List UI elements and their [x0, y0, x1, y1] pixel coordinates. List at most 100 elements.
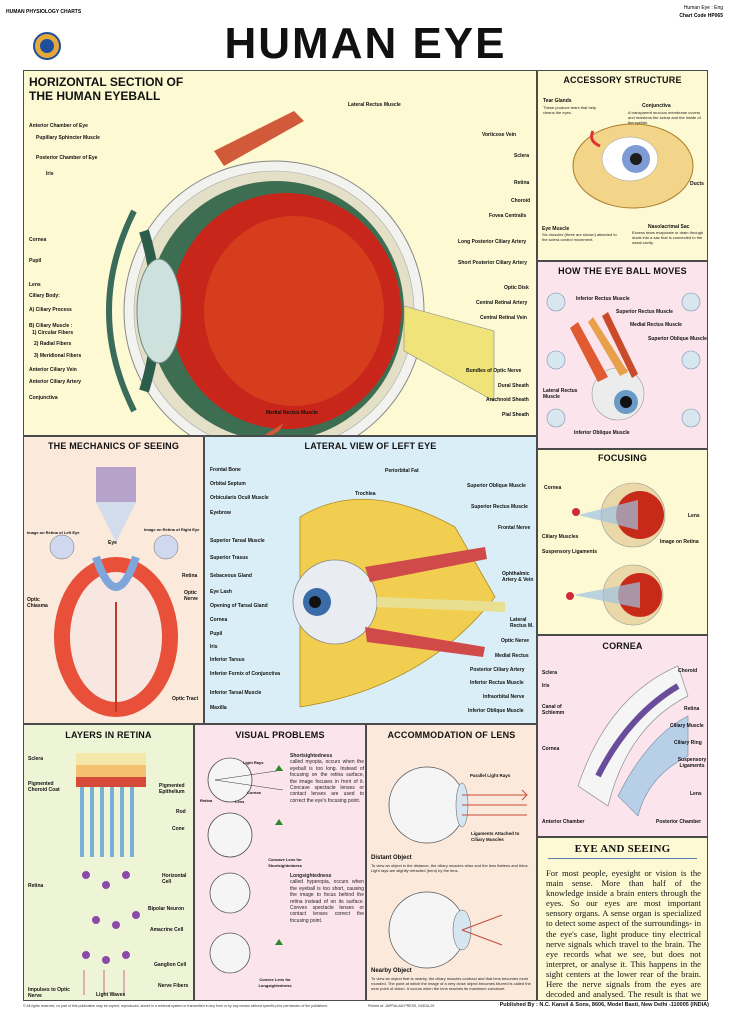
- title-line-1: HORIZONTAL SECTION OF: [29, 75, 184, 89]
- vp-convex: Convex Lens for Longsightedness: [258, 977, 292, 988]
- acc-parallel: Parallel Light Rays: [470, 773, 511, 778]
- eye-seeing-rule: [548, 858, 697, 859]
- focusing-lens: Lens: [688, 513, 700, 519]
- cornea-ciliary-ring: Ciliary Ring: [674, 740, 702, 746]
- focusing-panel: FOCUSING Cornea Lens Ciliary Muscles Sus…: [537, 449, 708, 635]
- nasolacrimal-label: Nasolacrimal Sac: [648, 224, 690, 230]
- lateral-lateral-rectus: Lateral Rectus M.: [510, 617, 534, 629]
- lateral-iris: Iris: [210, 644, 218, 650]
- label-anterior-ciliary-vein: Anterior Ciliary Vein: [29, 367, 77, 373]
- label-radial-fibers: 2) Radial Fibers: [34, 341, 72, 347]
- label-medial-rectus: Medial Rectus Muscle: [266, 410, 318, 416]
- mechanics-title: THE MECHANICS OF SEEING: [47, 441, 180, 451]
- label-short-post-ciliary: Short Posterior Ciliary Artery: [458, 260, 528, 266]
- lateral-inferior-fornix: Inferior Fornix of Conjunctiva: [210, 671, 281, 677]
- lateral-opening-tarsal: Opening of Tarsal Gland: [210, 603, 268, 609]
- lateral-superior-tarsal: Superior Tarsal Muscle: [210, 538, 265, 544]
- label-posterior-chamber: Posterior Chamber of Eye: [36, 155, 98, 161]
- retina-pigmented-choroid: Pigmented Choroid Coat: [28, 781, 60, 793]
- footer-publisher: Published By : N.C. Kansil & Sons, 8606,…: [499, 1002, 709, 1008]
- retina-sclera: Sclera: [28, 756, 44, 762]
- label-ciliary-process: A) Ciliary Process: [29, 307, 72, 313]
- lateral-ophthalmic: Ophthalmic Artery & Vein: [502, 571, 534, 583]
- ducts-label: Ducts: [690, 181, 704, 187]
- label-fovea: Fovea Centralis: [489, 213, 527, 219]
- lateral-posterior-ciliary: Posterior Ciliary Artery: [470, 667, 525, 673]
- cornea-lens: Lens: [690, 791, 702, 797]
- accommodation-title: ACCOMMODATION OF LENS: [387, 730, 516, 740]
- visual-problems-illustration: [207, 757, 284, 974]
- focusing-illustration: [566, 482, 666, 626]
- lateral-eyebrow: Eyebrow: [210, 510, 231, 516]
- lateral-orbicularis: Orbicularis Oculi Muscle: [210, 495, 269, 501]
- label-arachnoid-sheath: Arachnoid Sheath: [486, 397, 529, 403]
- conjunctiva-desc: A transparent mucous membrane covers and…: [628, 110, 701, 125]
- label-central-retinal-artery: Central Retinal Artery: [476, 300, 528, 306]
- accessory-structure-panel: ACCESSORY STRUCTURE Tear Glands These pr…: [537, 70, 708, 261]
- acc-nearby: Nearby Object: [371, 968, 412, 974]
- label-ciliary-muscle: B) Ciliary Muscle :: [29, 323, 73, 329]
- eye-seeing-title: EYE AND SEEING: [574, 843, 671, 855]
- label-vorticose-vein: Vorticose Vein: [482, 132, 517, 138]
- label-retina: Retina: [514, 180, 530, 186]
- tear-glands-label: Tear Glands: [543, 98, 572, 104]
- page-title: HUMAN EYE: [224, 19, 507, 68]
- eye-muscle-label: Eye Muscle: [542, 226, 570, 232]
- mechanics-optic-chiasma: Optic Chiasma: [27, 597, 48, 609]
- lateral-superior-rectus: Superior Rectus Muscle: [471, 504, 528, 510]
- label-anterior-chamber: Anterior Chamber of Eye: [29, 123, 88, 129]
- label-anterior-ciliary-artery: Anterior Ciliary Artery: [29, 379, 82, 385]
- cornea-retina: Retina: [684, 706, 700, 712]
- lateral-illustration: [292, 498, 506, 708]
- chart-code: Chart Code HP065: [679, 13, 723, 19]
- vp-cornea: Cornea: [247, 790, 261, 795]
- lateral-medial-rectus: Medial Rectus: [495, 653, 529, 659]
- retina-horizontal-cell: Horizontal Cell: [162, 873, 187, 885]
- label-meridional-fibers: 3) Meridional Fibers: [34, 353, 82, 359]
- accommodation-panel: ACCOMMODATION OF LENS Parallel Light Ray…: [366, 724, 537, 1001]
- lateral-inferior-oblique: Inferior Oblique Muscle: [468, 708, 524, 714]
- retina-impulses: Impulses to Optic Nerve: [28, 987, 70, 999]
- lateral-inferior-tarsus: Inferior Tarsus: [210, 657, 245, 663]
- cornea-suspensory: Suspensory Ligaments: [677, 757, 707, 769]
- lateral-trochlea: Trochlea: [355, 491, 376, 497]
- label-pupil: Pupil: [29, 258, 42, 264]
- lateral-cornea: Cornea: [210, 617, 228, 623]
- focusing-image-retina: Image on Retina: [660, 539, 699, 545]
- lateral-eye-lash: Eye Lash: [210, 589, 232, 595]
- label-optic-disk: Optic Disk: [504, 285, 529, 291]
- cornea-anterior-chamber: Anterior Chamber: [542, 819, 585, 825]
- tear-glands-desc: These produce tears that help cleans the…: [543, 105, 597, 115]
- retina-layers-illustration: [76, 753, 146, 995]
- eyeball-moves-panel: HOW THE EYE BALL MOVES Inferior Rectus M…: [537, 261, 708, 449]
- mechanics-optic-nerve: Optic Nerve: [184, 590, 198, 602]
- retina-layers-panel: LAYERS IN RETINA Sclera Pigmented Choroi…: [23, 724, 194, 1001]
- focusing-suspensory: Suspensory Ligaments: [542, 549, 598, 555]
- cornea-sclera: Sclera: [542, 670, 558, 676]
- mechanics-eye: Eye: [108, 540, 117, 546]
- retina-amacrine: Amacrine Cell: [150, 927, 184, 933]
- cornea-iris: Iris: [542, 683, 550, 689]
- label-inferior-rectus: Inferior Rectus Muscle: [576, 296, 630, 302]
- vp-short-text: called myopia, occurs when the eyeball i…: [290, 759, 364, 804]
- label-lateral-rectus: Lateral Rectus Muscle: [348, 102, 401, 108]
- acc-distant: Distant Object: [371, 855, 412, 861]
- mechanics-panel: THE MECHANICS OF SEEING Image on Retina …: [23, 436, 204, 724]
- vp-lens: Lens: [235, 799, 245, 804]
- vp-short-block: Shortsightedness called myopia, occurs w…: [290, 753, 364, 804]
- accessory-title: ACCESSORY STRUCTURE: [563, 75, 682, 85]
- label-pupillary-sphincter: Pupillary Sphincter Muscle: [36, 135, 100, 141]
- title-line-2: THE HUMAN EYEBALL: [29, 89, 161, 103]
- label-dural-sheath: Dural Sheath: [498, 383, 529, 389]
- cornea-title: CORNEA: [602, 641, 643, 651]
- mechanics-optic-tract: Optic Tract: [172, 696, 199, 702]
- retina-retina: Retina: [28, 883, 44, 889]
- nasolacrimal-desc: Excess tears evaporate or drain through …: [632, 230, 704, 245]
- focusing-title: FOCUSING: [597, 453, 648, 463]
- conjunctiva-label: Conjunctiva: [642, 103, 671, 109]
- retina-layers-title: LAYERS IN RETINA: [65, 730, 152, 740]
- horizontal-section-title: HORIZONTAL SECTION OF THE HUMAN EYEBALL: [29, 75, 183, 103]
- label-lateral-rectus-move: Lateral Rectus Muscle: [543, 388, 578, 400]
- label-sclera: Sclera: [514, 153, 530, 159]
- retina-rod: Rod: [176, 809, 186, 815]
